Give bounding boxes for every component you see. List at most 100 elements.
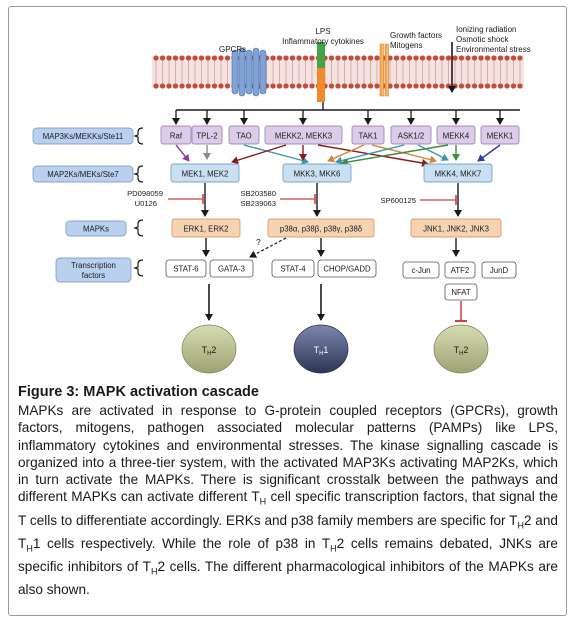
lipid-head [348, 83, 354, 89]
tier-label-map2k: MAP2Ks/MEKs/Ste7 [32, 165, 144, 183]
svg-text:MEKK2, MEKK3: MEKK2, MEKK3 [275, 132, 332, 141]
lipid-head [224, 83, 231, 89]
lipid-head [465, 55, 471, 61]
mitogens-label: Mitogens [390, 41, 422, 50]
svg-text:p38α, p38β, p38γ, p38δ: p38α, p38β, p38γ, p38δ [280, 225, 363, 234]
lipid-head [445, 55, 452, 61]
tf-chop-gadd: CHOP/GADD [317, 259, 377, 278]
lipid-head [517, 55, 523, 61]
lipid-head [289, 83, 296, 89]
lipid-head [211, 55, 218, 61]
tf-stat6: STAT-6 [165, 259, 207, 278]
lipid-head [159, 55, 166, 61]
lipid-head [185, 83, 192, 89]
svg-text:Transcription: Transcription [71, 261, 116, 270]
lipid-head [309, 55, 315, 61]
lipid-head [413, 83, 419, 89]
lipid-head [309, 83, 315, 89]
gpcr-receptor [231, 47, 267, 97]
lipid-head [354, 55, 361, 61]
svg-text:MKK3, MKK6: MKK3, MKK6 [294, 170, 341, 179]
growth-factor-receptor [379, 43, 389, 97]
svg-text:SB239063: SB239063 [241, 199, 276, 208]
lipid-head [374, 83, 380, 89]
figure-frame [8, 6, 567, 616]
map2k-mkk4-mkk7: MKK4, MKK7 [423, 163, 493, 183]
svg-text:STAT-6: STAT-6 [173, 265, 198, 274]
nfat-inhibits-th2 [455, 301, 467, 322]
cell-membrane [152, 55, 524, 89]
map3k-tak1: TAK1 [351, 125, 385, 145]
lipid-head [166, 83, 172, 89]
inflammatory-cytokines-label: Inflammatory cytokines [282, 37, 364, 46]
tf-nfat: NFAT [444, 283, 478, 301]
lipid-head [218, 83, 224, 89]
lipid-head [361, 83, 367, 89]
caption-body: MAPKs are activated in response to G-pro… [18, 403, 558, 597]
lps-label: LPS [315, 27, 330, 36]
lipid-head [179, 83, 185, 89]
lipid-head [517, 83, 523, 89]
lipid-head [497, 55, 504, 61]
lipid-head [419, 83, 426, 89]
lipid-head [270, 83, 276, 89]
lipid-head [283, 83, 289, 89]
svg-text:SP600125: SP600125 [381, 196, 416, 205]
map2k-mek1-mek2: MEK1, MEK2 [170, 163, 240, 183]
svg-text:TPL-2: TPL-2 [196, 132, 217, 141]
lipid-head [432, 55, 439, 61]
lipid-head [283, 55, 289, 61]
tier-label-mapk: MAPKs [65, 219, 144, 237]
lipid-head [413, 55, 419, 61]
svg-text:MAP3Ks/MEKKs/Ste11: MAP3Ks/MEKKs/Ste11 [43, 132, 123, 141]
ionizing-radiation-label: Ionizing radiation [456, 25, 516, 34]
lipid-head [192, 55, 198, 61]
lipid-head [406, 83, 413, 89]
tf-cjun: c-Jun [402, 261, 440, 279]
svg-text:CHOP/GADD: CHOP/GADD [323, 265, 371, 274]
lipid-head [452, 83, 458, 89]
gpcrs-label: GPCRs [219, 45, 246, 54]
lipid-head [510, 83, 517, 89]
map3k-mekk4: MEKK4 [436, 125, 476, 145]
svg-text:MAP2Ks/MEKs/Ste7: MAP2Ks/MEKs/Ste7 [47, 170, 119, 179]
lipid-head [484, 83, 491, 89]
svg-text:c-Jun: c-Jun [411, 266, 430, 275]
lipid-head [491, 83, 497, 89]
map3k-mekk1: MEKK1 [480, 125, 520, 145]
growth-factors-label: Growth factors [390, 31, 442, 40]
lipid-head [335, 83, 341, 89]
lipid-head [296, 55, 302, 61]
th2-cell-right: TH2 [433, 324, 489, 374]
inhibitor-jnk: SP600125 [381, 195, 457, 205]
tf-atf2: ATF2 [444, 261, 476, 279]
map2k-mkk3-mkk6: MKK3, MKK6 [282, 163, 352, 183]
lipid-head [341, 55, 348, 61]
lipid-head [270, 55, 276, 61]
mapk-erk: ERK1, ERK2 [171, 218, 241, 238]
lipid-head [426, 55, 432, 61]
lipid-head [276, 55, 283, 61]
lipid-head [302, 83, 309, 89]
tf-gata3: GATA-3 [209, 259, 254, 278]
lipid-head [153, 55, 159, 61]
svg-text:TH1: TH1 [314, 345, 329, 357]
lipid-head [335, 55, 341, 61]
crosstalk-arrows [175, 144, 501, 167]
lipid-head [510, 55, 517, 61]
lipid-head [471, 83, 478, 89]
lipid-head [172, 83, 179, 89]
lipid-head [439, 55, 445, 61]
lipid-head [504, 55, 510, 61]
osmotic-shock-label: Osmotic shock [456, 35, 509, 44]
svg-text:MEK1, MEK2: MEK1, MEK2 [182, 170, 229, 179]
lipid-head [491, 55, 497, 61]
lipid-head [400, 83, 406, 89]
lipid-head [211, 83, 218, 89]
svg-text:PD098059: PD098059 [127, 189, 163, 198]
lipid-head [205, 83, 211, 89]
lipid-head [179, 55, 185, 61]
lipid-head [198, 83, 205, 89]
environmental-stress-label: Environmental stress [456, 45, 531, 54]
lipid-head [205, 55, 211, 61]
